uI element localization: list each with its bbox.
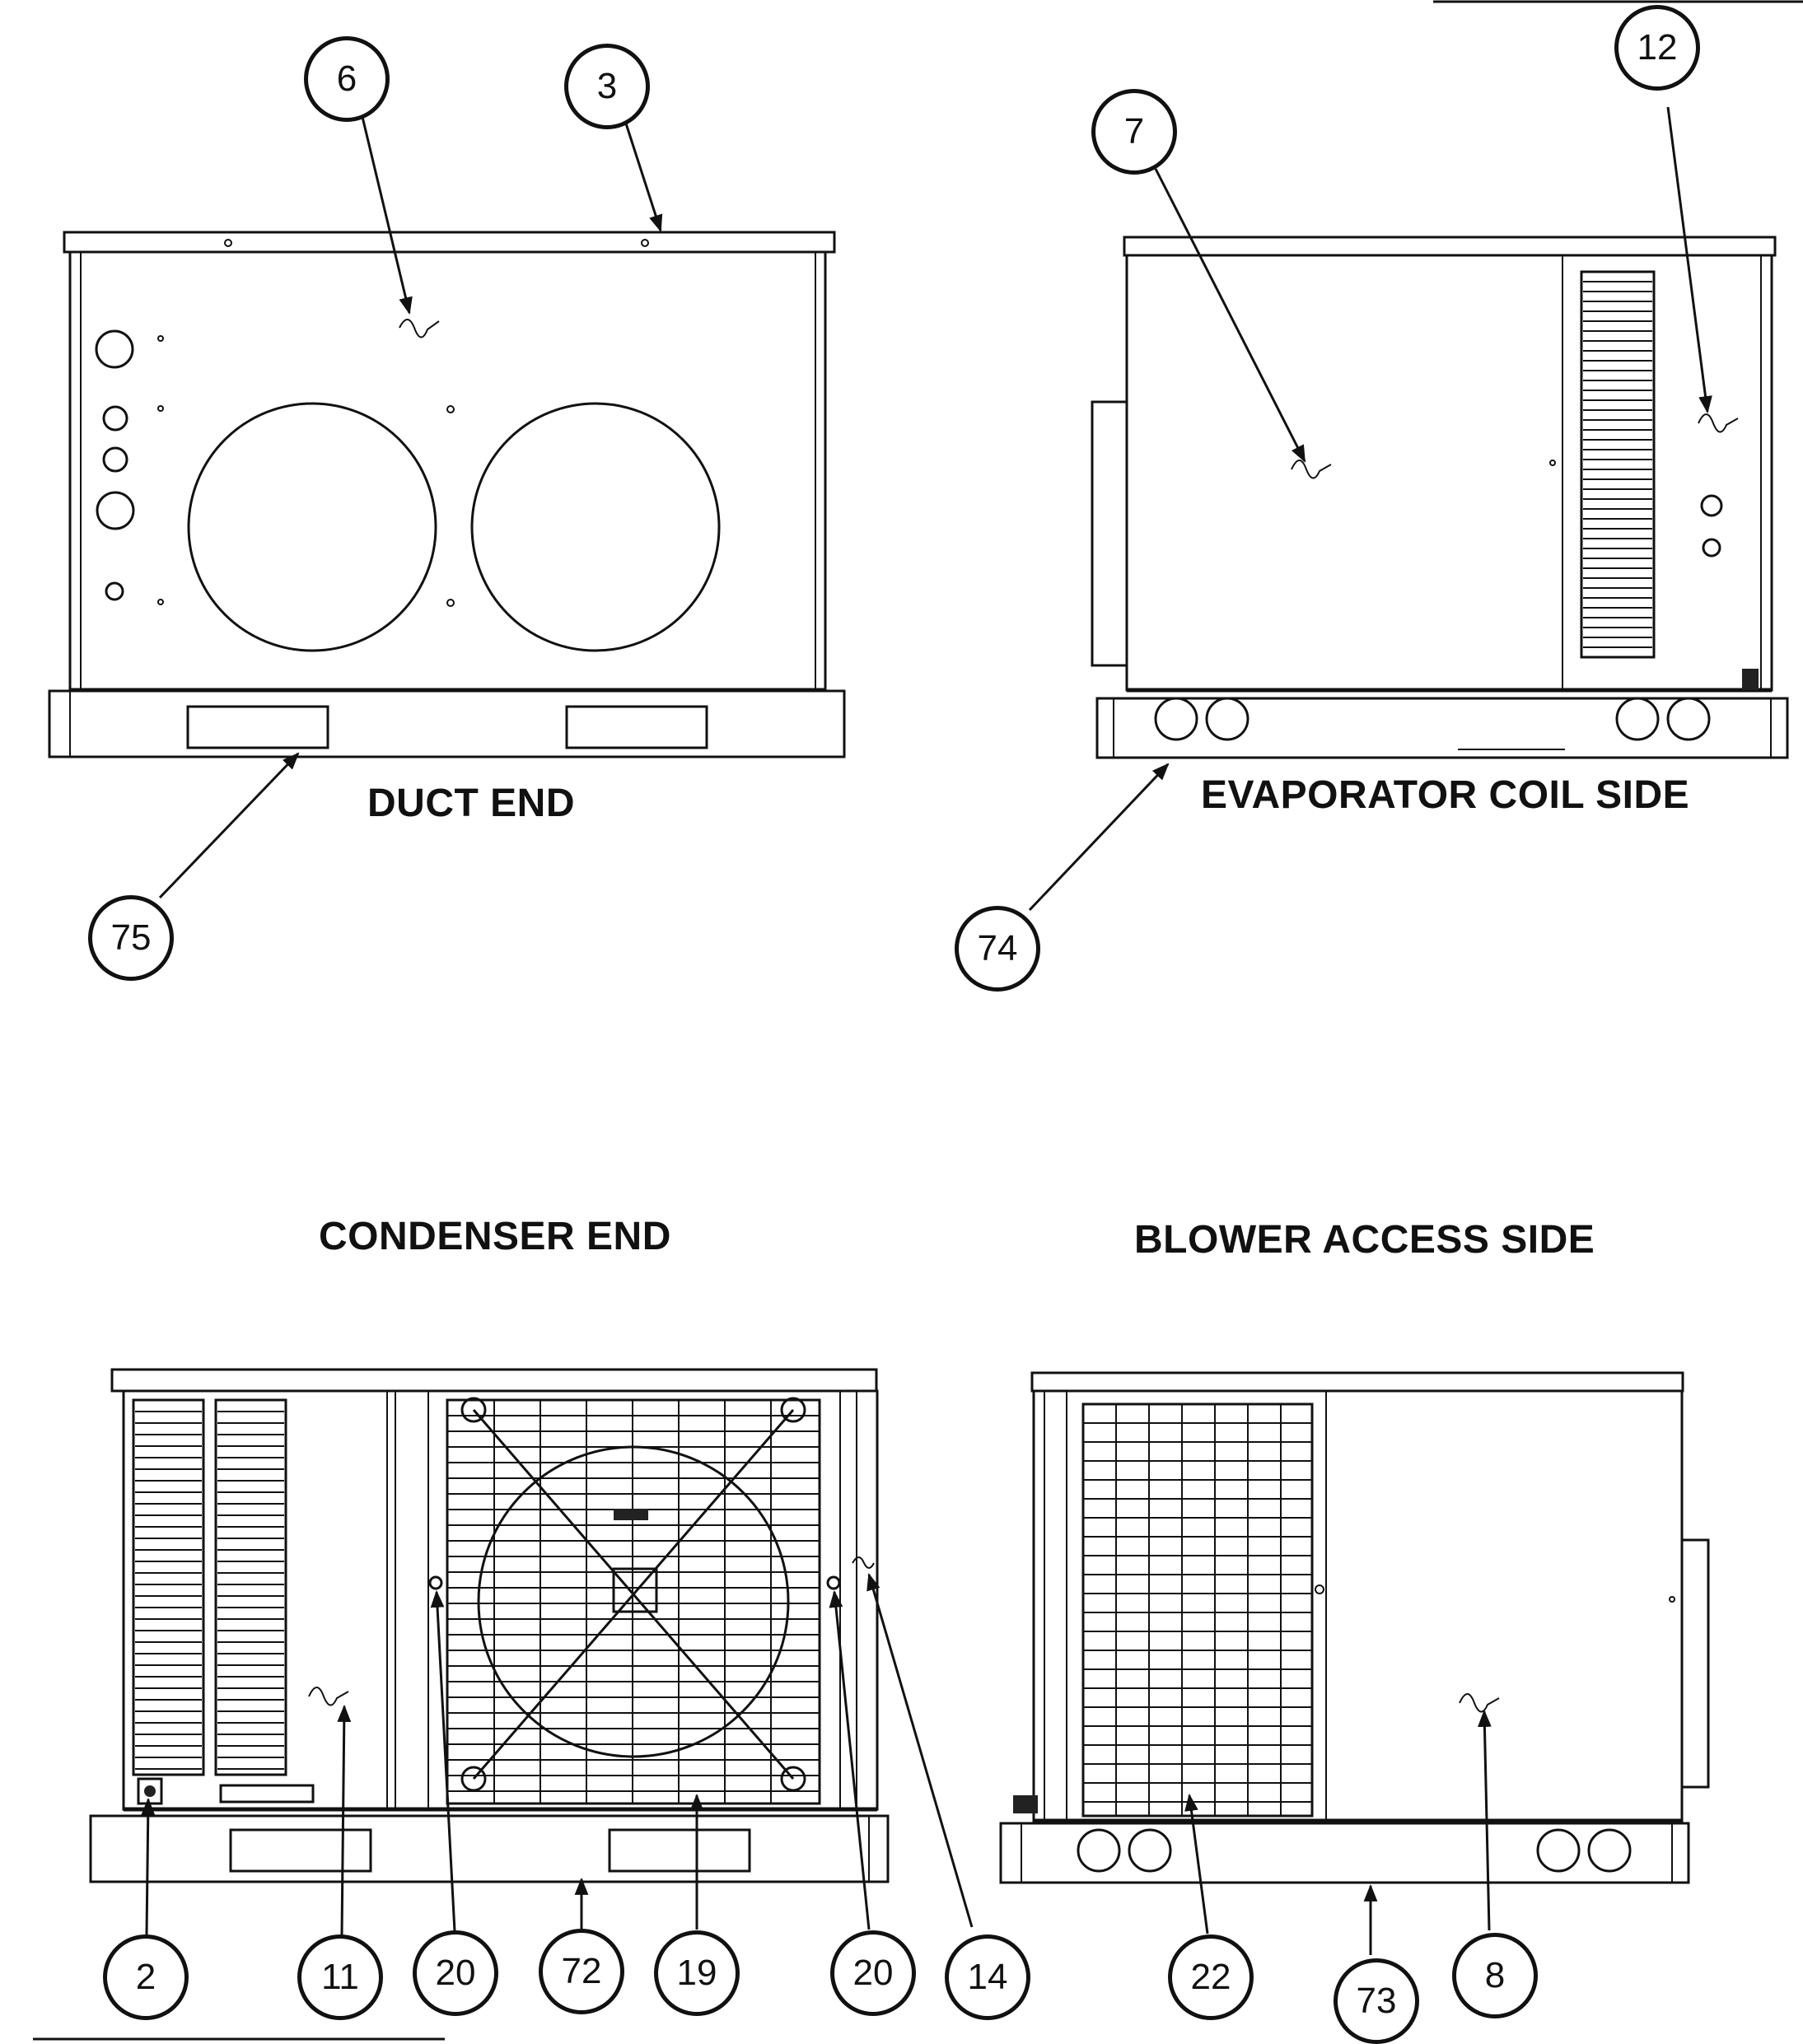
callout-14: 14: [945, 1934, 1030, 2020]
callout-7: 7: [1091, 89, 1177, 175]
leader-2: [141, 1797, 156, 1936]
callout-6: 6: [304, 36, 390, 122]
duct-end-unit: [48, 231, 846, 758]
leader-74: [1028, 763, 1170, 912]
leader-12: [1666, 106, 1712, 414]
leader-22: [1184, 1793, 1209, 1934]
callout-22: 22: [1168, 1934, 1254, 2020]
evaporator-side-unit: [1091, 236, 1789, 759]
leader-11: [337, 1704, 352, 1936]
callout-74: 74: [955, 906, 1040, 992]
callout-72: 72: [539, 1929, 624, 2014]
callout-75: 75: [88, 895, 174, 981]
leader-lines: [141, 106, 1712, 1955]
duct-end-title: DUCT END: [367, 782, 575, 825]
leader-3: [624, 123, 663, 232]
callout-11: 11: [297, 1934, 383, 2020]
condenser-end-title: CONDENSER END: [319, 1215, 671, 1258]
callout-2: 2: [103, 1934, 189, 2020]
blower-access-side-unit: [999, 1371, 1710, 1884]
blower-access-side-title: BLOWER ACCESS SIDE: [1134, 1218, 1595, 1262]
leader-6: [361, 116, 413, 315]
leader-75: [158, 752, 300, 899]
callout-20-right: 20: [830, 1930, 916, 2016]
callout-3: 3: [564, 44, 650, 129]
callout-19: 19: [654, 1930, 740, 2016]
callout-12: 12: [1614, 5, 1700, 91]
leader-14: [866, 1572, 974, 1928]
evaporator-coil-side-title: EVAPORATOR COIL SIDE: [1201, 773, 1690, 817]
leader-8: [1478, 1709, 1492, 1931]
callout-8: 8: [1452, 1933, 1538, 2018]
callout-20-left: 20: [413, 1930, 498, 2016]
callout-73: 73: [1334, 1958, 1419, 2044]
leader-20b: [829, 1589, 871, 1930]
condenser-end-unit: [89, 1368, 890, 1883]
leader-7: [1154, 168, 1306, 463]
leader-20a: [430, 1589, 456, 1932]
